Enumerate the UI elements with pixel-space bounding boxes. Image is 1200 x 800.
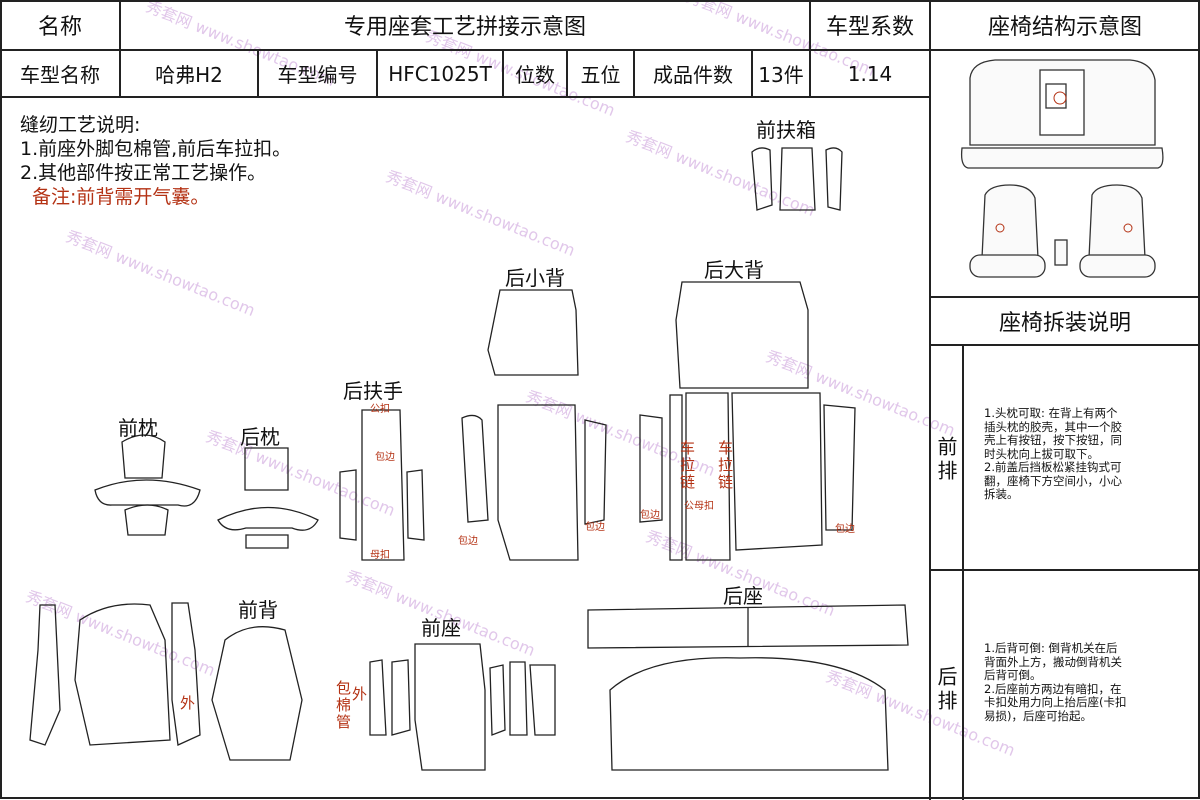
seats-label: 位数 [515,63,555,87]
label-front-headrest: 前枕 [118,416,158,440]
model-no-label: 车型编号 [277,63,358,87]
diagram-title: 专用座套工艺拼接示意图 [343,15,586,40]
tag-edge-armrest: 包边 [375,452,395,463]
front-row-instructions: 1.头枕可取: 在背上有两个 插头枕的胶壳，其中一个胶 壳上有按钮，按下按钮，同… [984,406,1184,502]
tag-edge-small-back: 包边 [458,536,478,547]
notes-remark: 备注:前背需开气囊。 [32,186,210,208]
label-front-armrest-box: 前扶箱 [756,118,816,142]
label-front-seat: 前座 [421,616,461,640]
model-name-label: 车型名称 [20,63,100,87]
tag-mother-armrest: 母扣 [370,550,390,561]
rear-row-line: 2.后座前方两边有暗扣，在 [984,681,1122,696]
notes-title: 缝纫工艺说明: [20,114,141,136]
front-row-line: 翻，座椅下方空间小，小心 [984,473,1122,488]
pieces-label: 成品件数 [653,63,733,87]
tag-public-female: 公母扣 [684,501,714,512]
label-rear-small-back: 后小背 [505,266,565,290]
front-row-line: 1.头枕可取: 在背上有两个 [984,406,1118,420]
rear-row-instructions: 1.后背可倒: 倒背机关在后 背面外上方，搬动倒背机关 后背可倒。 2.后座前方… [984,641,1184,723]
pattern-pieces [29,147,909,771]
tag-car-zip-right: 车拉链 [718,439,734,491]
model-name-value: 哈弗H2 [155,63,223,87]
label-rear-armrest: 后扶手 [343,379,403,403]
disassembly-title: 座椅拆装说明 [998,311,1131,336]
front-row-label: 前排 [934,436,958,484]
seat-structure-diagram [960,59,1164,278]
tag-car-zip-left: 车拉链 [680,439,696,491]
structure-title: 座椅结构示意图 [987,15,1142,40]
tag-edge-big-back-right: 包边 [835,524,855,535]
notes-line-2: 2.其他部件按正常工艺操作。 [20,162,267,184]
label-front-back: 前背 [238,598,278,622]
notes-line-1: 1.前座外脚包棉管,前后车拉扣。 [20,138,292,160]
seats-value: 五位 [580,63,621,87]
sewing-notes: 缝纫工艺说明: 1.前座外脚包棉管,前后车拉扣。 2.其他部件按正常工艺操作。 … [20,113,291,209]
rear-row-line: 易损)，后座可抬起。 [984,708,1092,723]
front-row-line: 时头枕向上拔可取下。 [984,446,1099,461]
label-rear-big-back: 后大背 [704,258,764,282]
coeff-label: 车型系数 [825,15,914,40]
tag-edge-big-back-left: 包边 [640,510,660,521]
rear-row-line: 后背可倒。 [984,668,1042,682]
rear-row-line: 1.后背可倒: 倒背机关在后 [984,641,1118,655]
tag-outer-front-back: 外 [180,694,196,712]
label-rear-headrest: 后枕 [240,425,280,449]
front-row-line: 拆装。 [984,487,1019,501]
front-row-line: 壳上有按钮，按下按钮，同 [984,433,1122,447]
rear-row-line: 卡扣处用力向上抬后座(卡扣 [984,695,1127,709]
pieces-value: 13件 [758,63,804,87]
front-row-line: 插头枕的胶壳，其中一个胶 [984,419,1122,434]
tag-edge-small-back-right: 包边 [585,522,605,533]
coeff-value: 1.14 [847,61,893,86]
front-row-line: 2.前盖后挡板松紧挂钩式可 [984,460,1122,474]
rear-row-label: 后排 [934,666,958,714]
name-label: 名称 [37,15,82,40]
rear-row-line: 背面外上方，搬动倒背机关 [984,654,1122,669]
tag-female-buckle: 公扣 [370,404,390,415]
tag-outer-front-seat: 外 [352,685,368,703]
tag-cotton-tube: 包棉管 [336,679,352,731]
model-no-value: HFC1025T [388,61,492,86]
label-rear-seat: 后座 [723,584,763,608]
